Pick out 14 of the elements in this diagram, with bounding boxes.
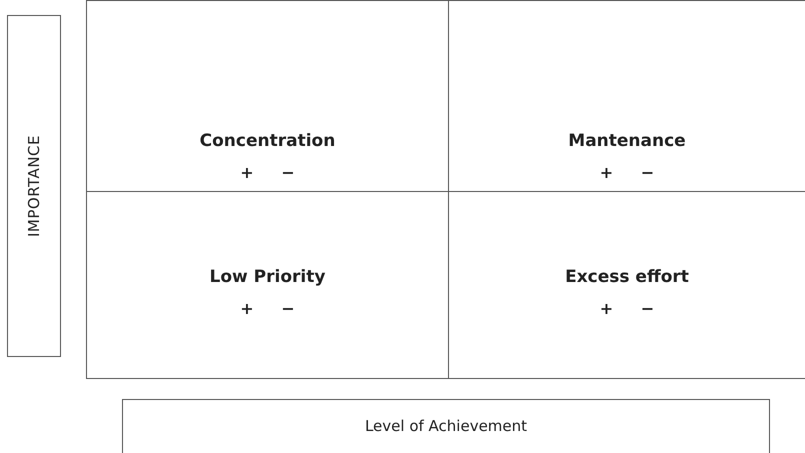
quadrant-title: Low Priority [210, 267, 326, 287]
axis-label: Level of Achievement [364, 417, 528, 435]
quadrant-title: Mantenance [568, 131, 686, 151]
quadrant-box [86, 0, 449, 192]
plus-minus-signs: + − [240, 163, 295, 182]
plus-minus-signs: + − [600, 163, 654, 182]
quadrant-title: Excess effort [565, 267, 689, 287]
quadrant-box [86, 191, 449, 379]
axis-label-box [7, 15, 61, 357]
axis-label-box [122, 399, 770, 453]
quadrant-title: Concentration [200, 131, 336, 151]
plus-minus-signs: + − [240, 299, 295, 318]
axis-label: IMPORTANCE [25, 135, 43, 237]
plus-minus-signs: + − [600, 299, 654, 318]
